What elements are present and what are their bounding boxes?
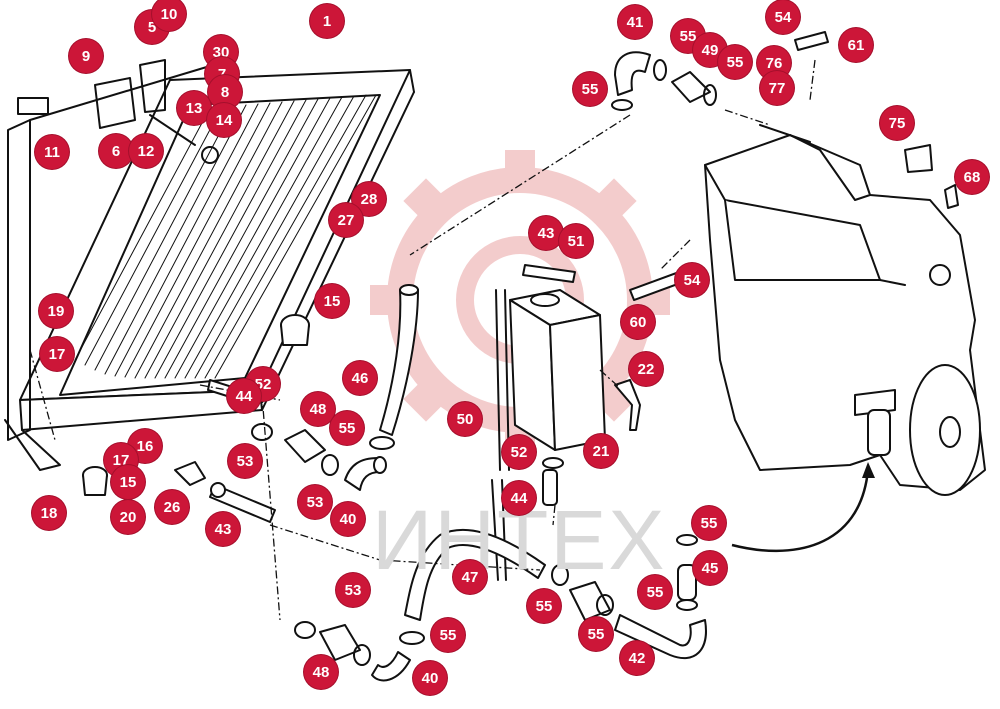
callout-badge: 48 [304, 655, 338, 689]
callout-badge: 61 [839, 28, 873, 62]
tee-fitting [569, 581, 611, 621]
sensor-75 [904, 144, 933, 173]
callout-badge: 51 [559, 224, 593, 258]
expansion-tank [491, 289, 606, 581]
engine-connection-arrow [731, 469, 870, 553]
callout-badge: 13 [177, 91, 211, 125]
callout-badge: 10 [152, 0, 186, 31]
callout-badge: 12 [129, 134, 163, 168]
callout-badge: 54 [675, 263, 709, 297]
callout-badge: 54 [766, 0, 800, 34]
radiator-core-fins [74, 94, 377, 379]
valve-22 [614, 379, 641, 431]
callout-badge: 55 [718, 45, 752, 79]
callout-badge: 6 [99, 134, 133, 168]
callout-badge: 55 [573, 72, 607, 106]
callout-badge: 53 [298, 485, 332, 519]
callout-badge: 40 [413, 661, 447, 695]
callout-badge: 55 [638, 575, 672, 609]
callout-badge: 17 [40, 337, 74, 371]
callout-badge: 52 [502, 435, 536, 469]
callout-badge: 14 [207, 103, 241, 137]
drain-valve-26 [174, 461, 206, 486]
callout-badge: 20 [111, 500, 145, 534]
elbow-40a [344, 456, 387, 491]
callout-badge: 55 [527, 589, 561, 623]
callout-badge: 43 [529, 216, 563, 250]
callout-badge: 11 [35, 135, 69, 169]
filter-15 [82, 314, 310, 496]
callout-badge: 45 [693, 551, 727, 585]
hose-47 [404, 528, 546, 621]
callout-badge: 44 [227, 379, 261, 413]
callout-badge: 19 [39, 294, 73, 328]
hose-46 [379, 284, 419, 436]
radiator-mount-bracket [17, 59, 219, 164]
elbow-40b [371, 651, 411, 682]
callout-badge: 75 [880, 106, 914, 140]
callout-badge: 53 [228, 444, 262, 478]
elbow-41 [614, 51, 651, 96]
callout-badge: 18 [32, 496, 66, 530]
callout-badge: 15 [111, 465, 145, 499]
callout-badge: 26 [155, 490, 189, 524]
sleeve-49 [671, 71, 711, 103]
callout-badge: 42 [620, 641, 654, 675]
callout-badge: 55 [579, 617, 613, 651]
callout-badge: 60 [621, 305, 655, 339]
radiator [4, 59, 415, 471]
callout-badge: 9 [69, 39, 103, 73]
pipe-43a [209, 482, 276, 523]
callout-badge: 68 [955, 160, 989, 194]
callout-badge: 1 [310, 4, 344, 38]
callout-badge: 27 [329, 203, 363, 237]
callout-badge: 55 [692, 506, 726, 540]
callout-badge: 48 [301, 392, 335, 426]
callout-badge: 41 [618, 5, 652, 39]
filter-engine [854, 389, 896, 456]
callout-badge: 50 [448, 402, 482, 436]
callout-badge: 21 [584, 434, 618, 468]
hose-42 [614, 564, 707, 660]
callout-badge: 15 [315, 284, 349, 318]
sensor-68 [944, 184, 959, 209]
callout-badge: 22 [629, 352, 663, 386]
callout-badge: 55 [330, 411, 364, 445]
callout-badge: 43 [206, 512, 240, 546]
sleeve-48a [284, 429, 326, 463]
hose-clamps [251, 59, 717, 666]
callout-badge: 47 [453, 560, 487, 594]
sleeve-48b [319, 624, 361, 661]
arrow-head-icon [862, 462, 875, 478]
callout-badge: 40 [331, 502, 365, 536]
callout-badge: 16 [128, 429, 162, 463]
callout-badge: 55 [431, 618, 465, 652]
callout-badge: 46 [343, 361, 377, 395]
engine-block [704, 124, 986, 496]
callout-badge: 77 [760, 71, 794, 105]
callout-badge: 28 [352, 182, 386, 216]
callout-badge: 44 [502, 481, 536, 515]
pipe-43b [522, 264, 576, 283]
callout-badge: 53 [336, 573, 370, 607]
